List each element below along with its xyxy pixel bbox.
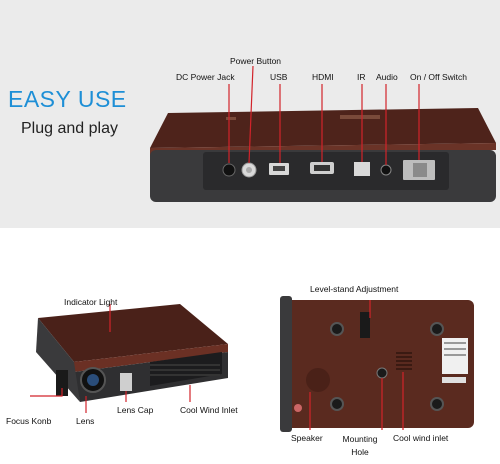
- label-mounting-hole: Mounting Hole: [342, 434, 378, 457]
- brand-logo: [340, 115, 380, 119]
- label-audio: Audio: [376, 72, 398, 82]
- label-indicator-light: Indicator Light: [64, 297, 118, 307]
- ir-window: [354, 162, 370, 176]
- label-focus-knob: Focus Konb: [6, 416, 52, 426]
- label-ir: IR: [357, 72, 366, 82]
- label-speaker: Speaker: [291, 433, 323, 443]
- label-cool-wind-inlet-front: Cool Wind Inlet: [180, 405, 238, 415]
- focus-knob: [56, 370, 68, 396]
- label-level-stand: Level-stand Adjustment: [310, 284, 399, 294]
- label-on-off-switch: On / Off Switch: [410, 72, 468, 82]
- label-cool-wind-inlet-bottom: Cool wind inlet: [393, 433, 449, 443]
- audio-port: [380, 164, 392, 176]
- level-stand-adjustment: [360, 312, 370, 338]
- front-projector-image: [36, 304, 228, 402]
- easy-use-title: EASY USE: [8, 86, 127, 112]
- label-lens-cap: Lens Cap: [117, 405, 154, 415]
- label-lens: Lens: [76, 416, 95, 426]
- label-dc-power-jack: DC Power Jack: [176, 72, 235, 82]
- underside-projector-image: [280, 296, 474, 432]
- plug-and-play-subtitle: Plug and play: [21, 120, 118, 137]
- dc-jack-port: [222, 163, 236, 177]
- label-usb: USB: [270, 72, 288, 82]
- rear-projector-image: [150, 108, 496, 202]
- label-hdmi: HDMI: [312, 72, 334, 82]
- label-power-button: Power Button: [230, 56, 282, 66]
